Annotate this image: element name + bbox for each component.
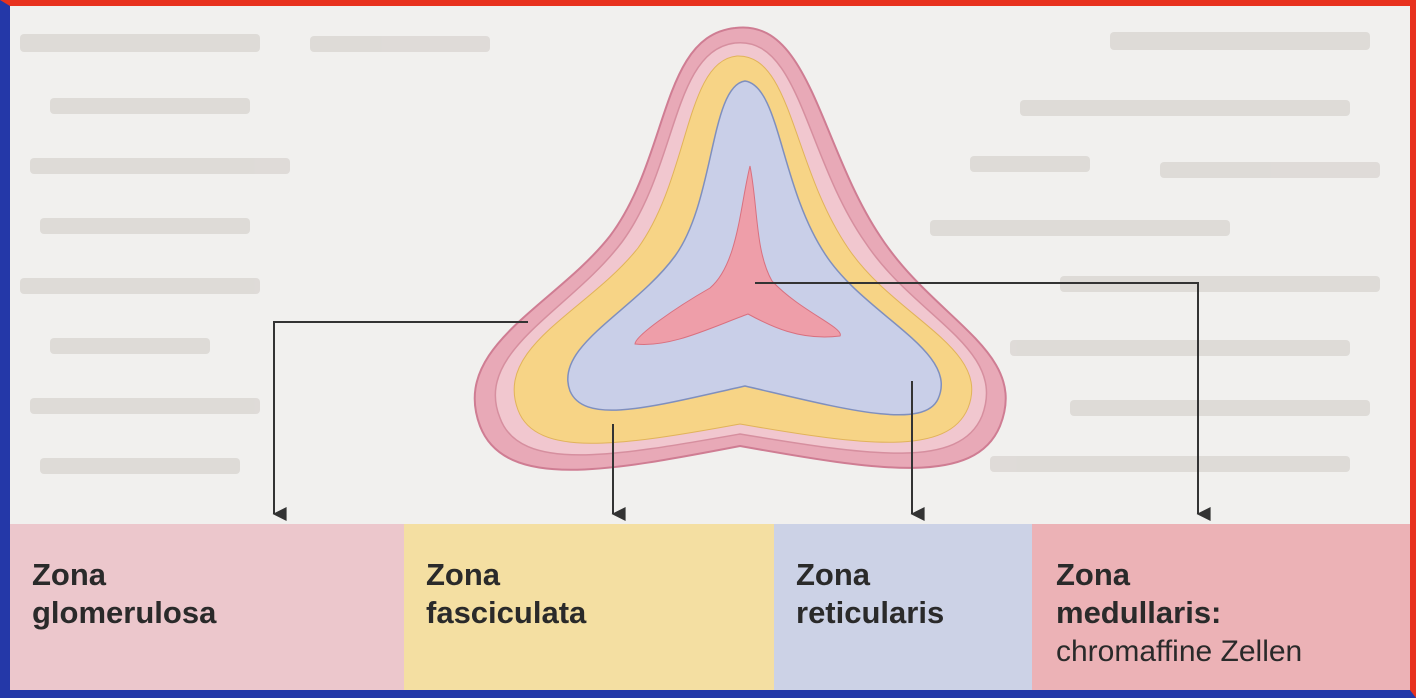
page-background: Zona glomerulosa Zona fasciculata Zona r… <box>10 6 1410 690</box>
zone-glomerulosa-title-1: Zona <box>32 556 404 594</box>
zone-reticularis-title-2: reticularis <box>796 594 1032 632</box>
zone-medullaris-title-1: Zona <box>1056 556 1410 594</box>
zone-medullaris-box: Zona medullaris: chromaffine Zellen <box>1032 524 1410 690</box>
zone-reticularis-box: Zona reticularis <box>774 524 1032 690</box>
zone-glomerulosa-box: Zona glomerulosa <box>10 524 404 690</box>
zone-fasciculata-title-2: fasciculata <box>426 594 774 632</box>
zone-reticularis-title-1: Zona <box>796 556 1032 594</box>
zone-medullaris-title-2: medullaris: <box>1056 594 1410 632</box>
zone-glomerulosa-title-2: glomerulosa <box>32 594 404 632</box>
zone-medullaris-note: chromaffine Zellen <box>1056 632 1410 672</box>
zone-fasciculata-box: Zona fasciculata <box>404 524 774 690</box>
zone-fasciculata-title-1: Zona <box>426 556 774 594</box>
